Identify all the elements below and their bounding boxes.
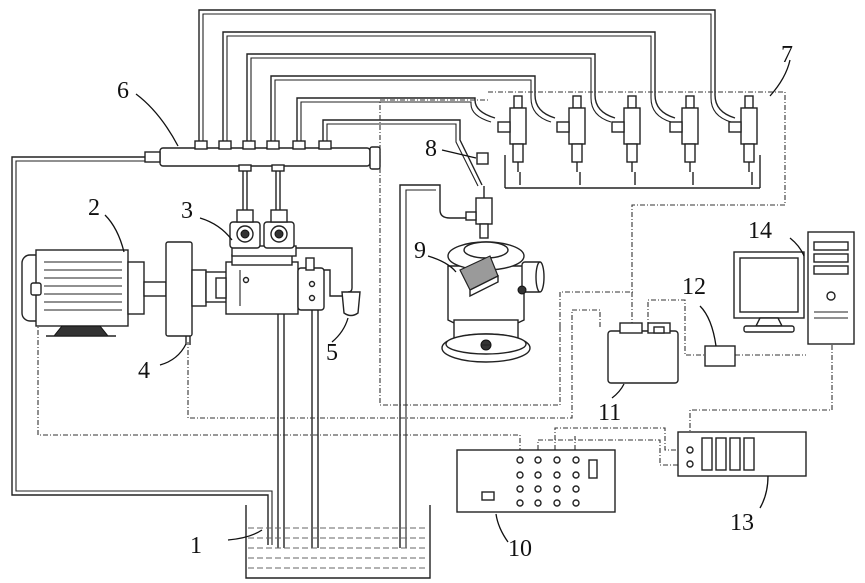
label-9: 9 bbox=[414, 238, 426, 264]
label-12: 12 bbox=[682, 274, 706, 300]
control-box bbox=[457, 450, 615, 512]
electric-motor bbox=[22, 250, 166, 336]
label-5: 5 bbox=[326, 340, 338, 366]
label-6: 6 bbox=[117, 78, 129, 104]
pressure-sensor bbox=[477, 153, 488, 164]
label-10: 10 bbox=[508, 536, 532, 562]
label-3: 3 bbox=[181, 198, 193, 224]
label-14: 14 bbox=[748, 218, 772, 244]
label-13: 13 bbox=[730, 510, 754, 536]
computer bbox=[734, 232, 854, 344]
driver-unit bbox=[608, 323, 678, 383]
pump-valve-left bbox=[230, 210, 260, 248]
injector bbox=[498, 96, 526, 172]
pump-valve-right bbox=[264, 210, 294, 248]
injector bbox=[612, 96, 640, 172]
label-1: 1 bbox=[190, 533, 202, 559]
coupling-flywheel bbox=[166, 242, 206, 345]
injector bbox=[557, 96, 585, 172]
data-acquisition-box bbox=[678, 432, 806, 476]
label-2: 2 bbox=[88, 195, 100, 221]
test-injector bbox=[466, 186, 492, 238]
label-8: 8 bbox=[425, 136, 437, 162]
label-4: 4 bbox=[138, 358, 150, 384]
fuel-tank bbox=[246, 505, 430, 578]
injector bbox=[670, 96, 698, 172]
injector bbox=[729, 96, 757, 172]
label-7: 7 bbox=[781, 42, 793, 68]
injection-measuring-unit bbox=[442, 242, 544, 362]
common-rail bbox=[145, 141, 380, 171]
signal-converter bbox=[705, 346, 735, 366]
fuel-cup bbox=[342, 292, 360, 316]
high-pressure-pump bbox=[206, 167, 324, 314]
label-11: 11 bbox=[598, 400, 621, 426]
